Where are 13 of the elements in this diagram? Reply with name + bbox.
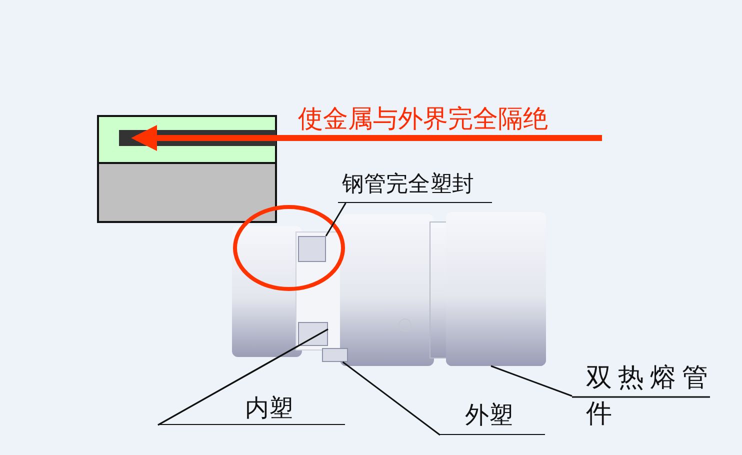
leader-line <box>490 365 572 397</box>
pipe-end <box>298 236 326 262</box>
arrow <box>131 125 602 151</box>
leader-line <box>325 202 346 236</box>
leader-line <box>158 345 298 426</box>
inner-sleeve <box>298 322 328 346</box>
leader-line <box>342 361 440 436</box>
part-label: 内塑 <box>158 392 345 425</box>
outer-step <box>322 348 348 362</box>
part-label: 双热熔管件 <box>572 360 716 432</box>
callout-text: 使金属与外界完全隔绝 <box>296 104 602 138</box>
part-label: 钢管完全塑封 <box>338 170 492 203</box>
part-label: 外塑 <box>440 398 545 435</box>
